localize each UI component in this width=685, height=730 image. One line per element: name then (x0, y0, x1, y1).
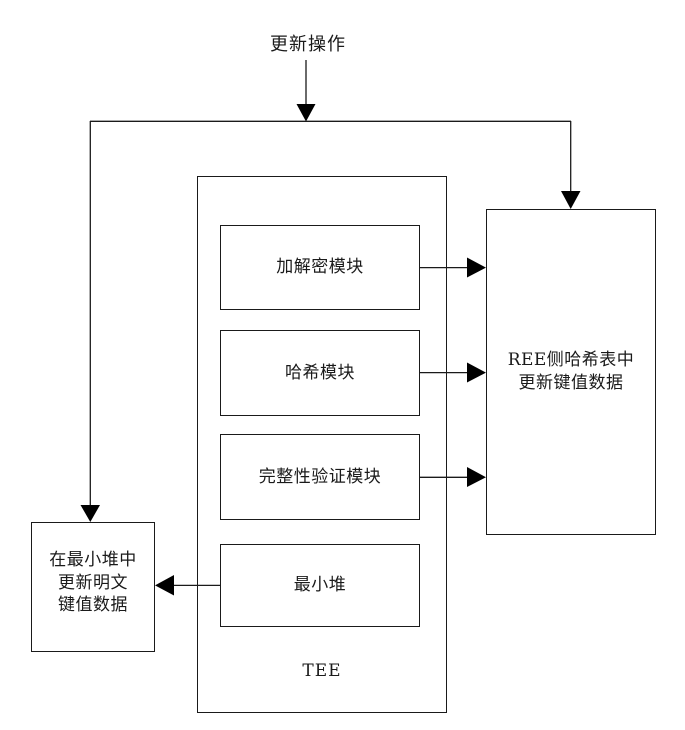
module-box-minheap[interactable]: 最小堆 (220, 544, 420, 627)
tee-container-label: TEE (302, 661, 342, 681)
module-label-crypto: 加解密模块 (276, 257, 364, 278)
right-outcome-label: REE侧哈希表中 更新键值数据 (507, 350, 635, 393)
edge-bus-to-right-box (561, 121, 581, 209)
left-outcome-box[interactable]: 在最小堆中 更新明文 键值数据 (31, 522, 155, 652)
edge-bus-to-left-box (80, 121, 100, 522)
module-box-integrity[interactable]: 完整性验证模块 (220, 434, 420, 520)
edge-update-to-bus (296, 60, 316, 122)
diagram-title: 更新操作 (270, 34, 346, 55)
module-box-hash[interactable]: 哈希模块 (220, 330, 420, 416)
module-box-crypto[interactable]: 加解密模块 (220, 225, 420, 310)
module-label-hash: 哈希模块 (285, 362, 355, 383)
module-label-integrity: 完整性验证模块 (258, 466, 382, 487)
tee-container (197, 176, 447, 713)
right-outcome-box[interactable]: REE侧哈希表中 更新键值数据 (486, 209, 656, 535)
left-outcome-label: 在最小堆中 更新明文 键值数据 (49, 549, 137, 616)
module-label-minheap: 最小堆 (293, 575, 347, 596)
